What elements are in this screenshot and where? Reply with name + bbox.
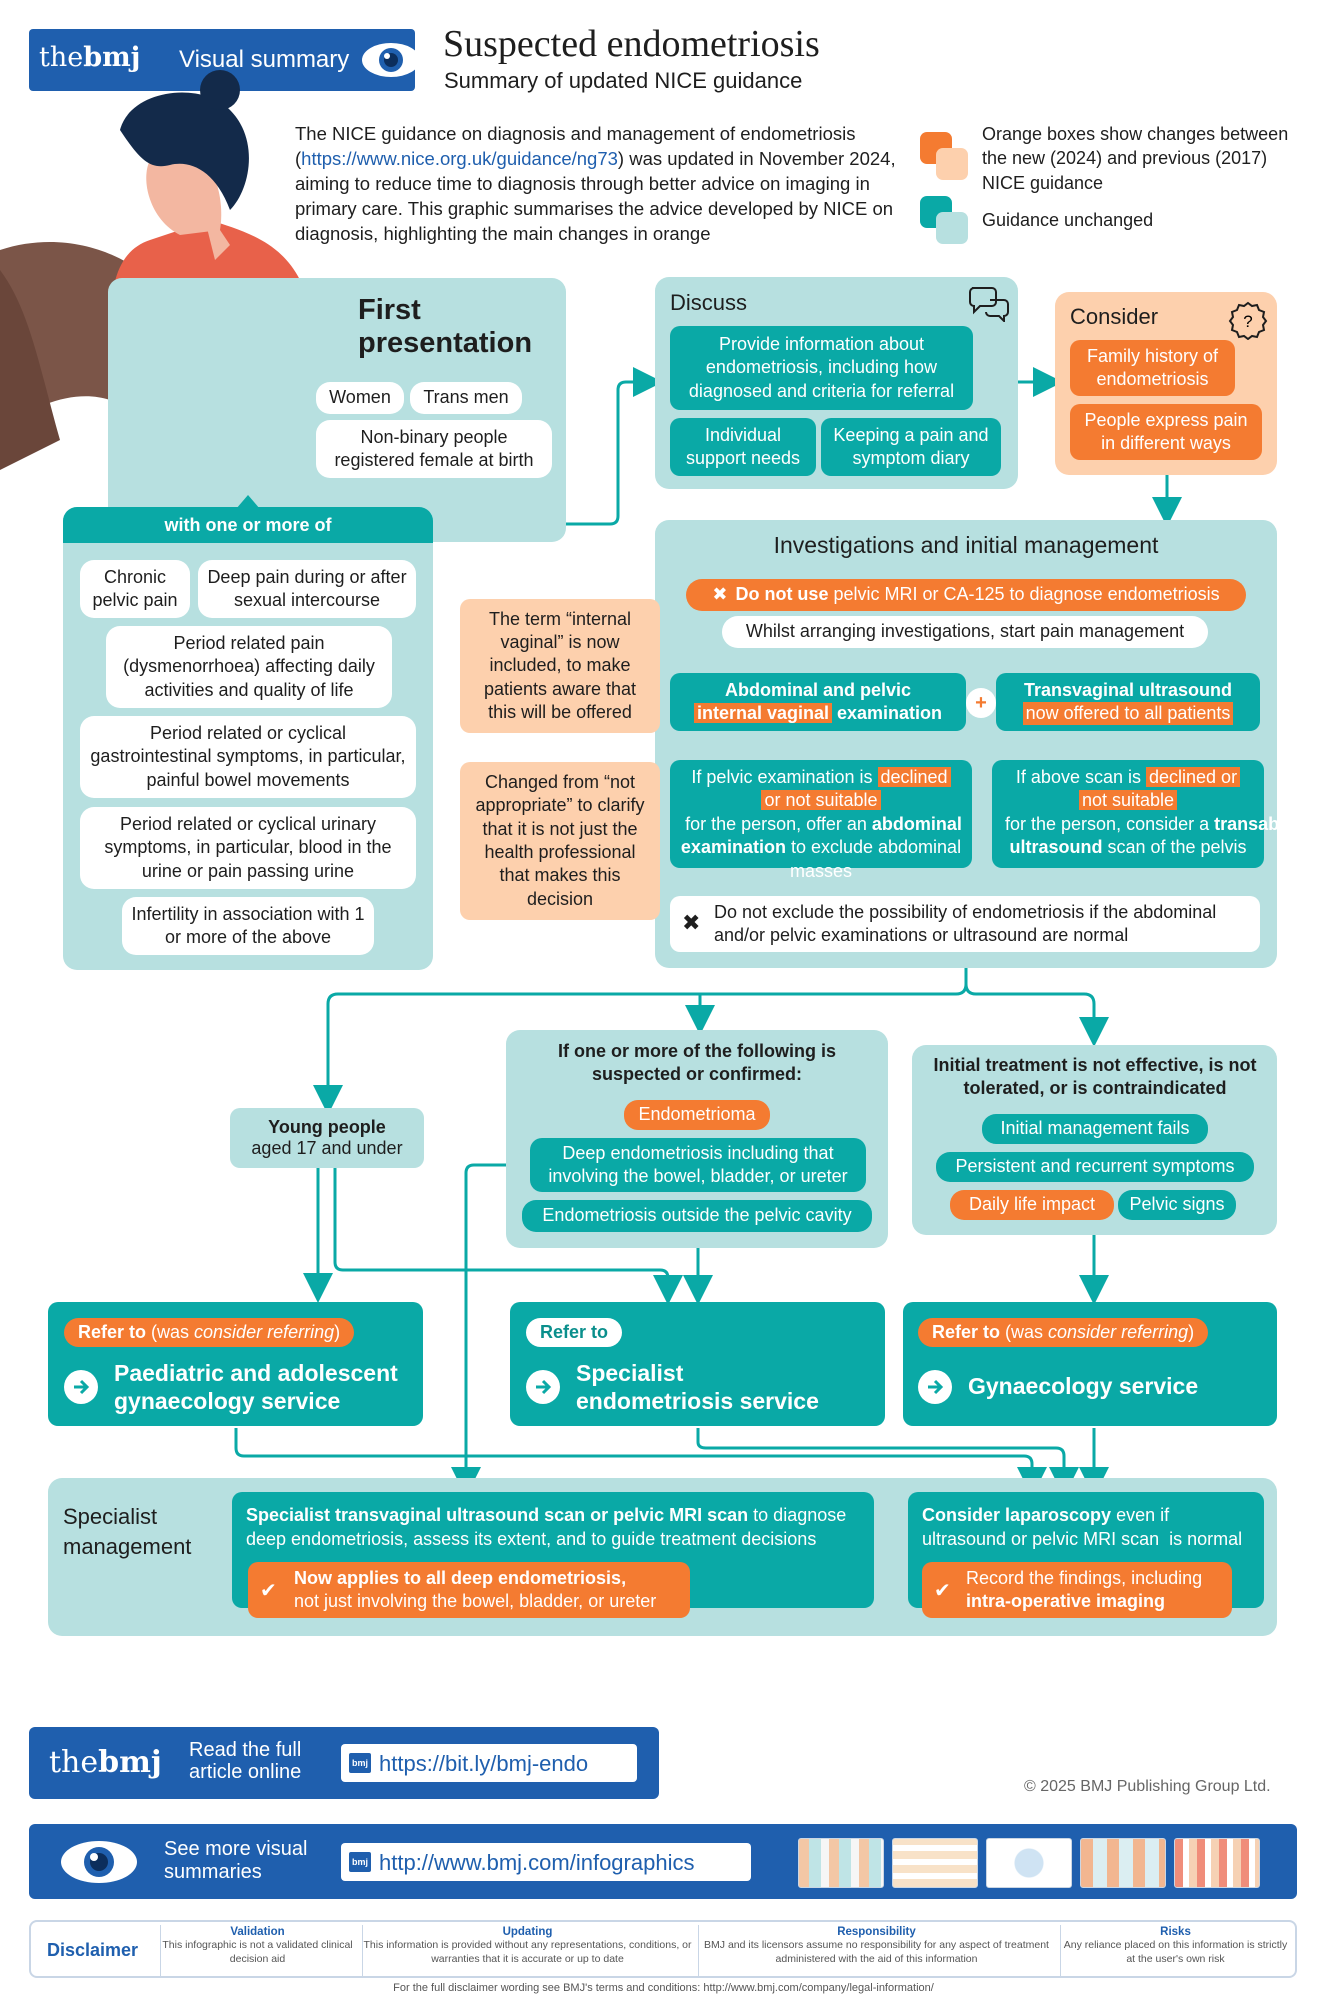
- full-disclaimer: For the full disclaimer wording see BMJ'…: [393, 1982, 934, 1994]
- note-not-appropriate: Changed from “not appropriate” to clarif…: [460, 762, 660, 920]
- infographic-thumbnail[interactable]: [986, 1838, 1072, 1888]
- initial-management-fails: Initial management fails: [982, 1114, 1208, 1144]
- infographics-link-box[interactable]: bmj http://www.bmj.com/infographics: [341, 1843, 751, 1881]
- suspected-endometrioma: Endometrioma: [624, 1100, 770, 1130]
- with-one-or-more-header: with one or more of: [63, 507, 433, 543]
- specialist-management-label: Specialist management: [63, 1504, 192, 1559]
- arrow-right-icon: [918, 1370, 952, 1404]
- do-not-exclude-box: ✖ Do not exclude the possibility of endo…: [670, 896, 1260, 952]
- persistent-symptoms: Persistent and recurrent symptoms: [936, 1152, 1254, 1182]
- symptom-period-pain: Period related pain (dysmenorrhoea) affe…: [106, 626, 392, 708]
- eye-icon: [61, 1841, 137, 1883]
- legend-lteal-swatch: [936, 212, 968, 244]
- legend-orange-text: Orange boxes show changes between the ne…: [982, 124, 1289, 193]
- discuss-title: Discuss: [670, 290, 748, 315]
- header-notch: [236, 495, 260, 509]
- laparoscopy-text: Consider laparoscopy even if ultrasound …: [922, 1505, 1243, 1550]
- consider-family-history: Family history of endometriosis: [1070, 340, 1235, 396]
- visual-summary-label: Visual summary: [179, 46, 350, 73]
- nice-guidance-link[interactable]: https://www.nice.org.uk/guidance/ng73: [301, 147, 618, 169]
- eye-icon: [362, 43, 420, 77]
- group-non-binary: Non-binary people registered female at b…: [316, 420, 552, 478]
- svg-text:?: ?: [1243, 312, 1252, 331]
- speech-bubbles-icon: [969, 287, 1009, 322]
- refer-tag-paediatric: Refer to (was consider referring): [64, 1318, 355, 1347]
- discuss-pain-diary: Keeping a pain and symptom diary: [821, 418, 1001, 476]
- legend-teal-text: Guidance unchanged: [982, 210, 1154, 230]
- page-title: Suspected endometriosis: [443, 23, 820, 65]
- infographics-link[interactable]: http://www.bmj.com/infographics: [379, 1850, 695, 1875]
- initial-treatment-title: Initial treatment is not effective, is n…: [933, 1055, 1257, 1099]
- intro-text: The NICE guidance on diagnosis and manag…: [295, 123, 896, 244]
- specialist-scan-text: Specialist transvaginal ultrasound scan …: [246, 1505, 847, 1550]
- arrow-right-icon: [526, 1370, 560, 1404]
- young-people-box: Young people aged 17 and under: [230, 1108, 424, 1168]
- group-trans-men: Trans men: [410, 382, 522, 414]
- article-link-box[interactable]: bmj https://bit.ly/bmj-endo: [341, 1744, 637, 1782]
- cross-icon: ✖: [712, 584, 728, 605]
- symptom-urinary: Period related or cyclical urinary sympt…: [80, 807, 416, 889]
- disclaimer-bar: [29, 1920, 1297, 1978]
- refer-tag-specialist: Refer to: [526, 1318, 623, 1347]
- article-link[interactable]: https://bit.ly/bmj-endo: [379, 1751, 589, 1776]
- copyright: © 2025 BMJ Publishing Group Ltd.: [1024, 1778, 1271, 1795]
- read-full-label: Read the full article online: [189, 1739, 302, 1783]
- first-presentation-title: First presentation: [358, 294, 533, 360]
- note-internal-vaginal: The term “internal vaginal” is now inclu…: [460, 599, 660, 733]
- symptom-chronic-pelvic-pain: Chronic pelvic pain: [80, 560, 190, 618]
- check-icon: ✔: [260, 1580, 277, 1602]
- bmj-logo: thebmj: [39, 42, 141, 73]
- service-paediatric: Paediatric and adolescent gynaecology se…: [114, 1360, 398, 1414]
- group-women: Women: [316, 382, 404, 414]
- bmj-visual-summary-banner: thebmj Visual summary: [29, 29, 420, 91]
- now-applies-box: ✔ Now applies to all deep endometriosis,…: [248, 1562, 690, 1618]
- whilst-arranging: Whilst arranging investigations, start p…: [722, 616, 1208, 648]
- bmj-logo: thebmj: [49, 1745, 162, 1780]
- suspected-outside-pelvic: Endometriosis outside the pelvic cavity: [522, 1200, 872, 1232]
- read-article-banner: thebmj Read the full article online bmj …: [29, 1727, 659, 1799]
- consider-title: Consider: [1070, 304, 1159, 329]
- question-head-icon: ?: [1228, 301, 1268, 340]
- discuss-support-needs: Individual support needs: [670, 418, 816, 476]
- refer-tag-gynaecology: Refer to (was consider referring): [918, 1318, 1209, 1347]
- infographic-thumbnail[interactable]: [1080, 1838, 1166, 1888]
- bmj-mini-logo: bmj: [349, 1753, 371, 1773]
- service-specialist: Specialist endometriosis service: [576, 1360, 819, 1414]
- discuss-provide-information: Provide information about endometriosis,…: [670, 326, 973, 410]
- infographic-thumbnail[interactable]: [892, 1838, 978, 1888]
- pelvic-signs: Pelvic signs: [1118, 1190, 1236, 1220]
- abdominal-pelvic-exam: Abdominal and pelvic internal vaginal ex…: [670, 673, 966, 731]
- transvaginal-ultrasound: Transvaginal ultrasound now offered to a…: [996, 673, 1260, 731]
- bmj-mini-logo: bmj: [349, 1852, 371, 1872]
- check-icon: ✔: [934, 1580, 951, 1602]
- infographic-thumbnail[interactable]: [1174, 1838, 1260, 1888]
- suspected-deep-endometriosis: Deep endometriosis including that involv…: [530, 1138, 866, 1192]
- service-gynaecology: Gynaecology service: [968, 1373, 1199, 1399]
- daily-life-impact: Daily life impact: [950, 1190, 1114, 1220]
- symptom-deep-pain: Deep pain during or after sexual interco…: [198, 560, 416, 618]
- cross-icon: ✖: [682, 910, 701, 935]
- legend-peach-swatch: [936, 148, 968, 180]
- do-not-use-banner: ✖ Do not use pelvic MRI or CA-125 to dia…: [686, 579, 1246, 611]
- investigations-title: Investigations and initial management: [773, 532, 1159, 558]
- symptom-gastrointestinal: Period related or cyclical gastrointesti…: [80, 716, 416, 798]
- arrow-right-icon: [64, 1370, 98, 1404]
- infographic-thumbnail[interactable]: [798, 1838, 884, 1888]
- page-subtitle: Summary of updated NICE guidance: [444, 68, 803, 93]
- suspected-title: If one or more of the following is suspe…: [558, 1041, 836, 1085]
- plus-icon: +: [966, 688, 996, 718]
- symptom-infertility: Infertility in association with 1 or mor…: [122, 897, 374, 955]
- consider-express-pain: People express pain in different ways: [1070, 404, 1262, 460]
- disclaimer-label: Disclaimer: [47, 1940, 139, 1960]
- see-more-label: See more visual summaries: [164, 1838, 308, 1883]
